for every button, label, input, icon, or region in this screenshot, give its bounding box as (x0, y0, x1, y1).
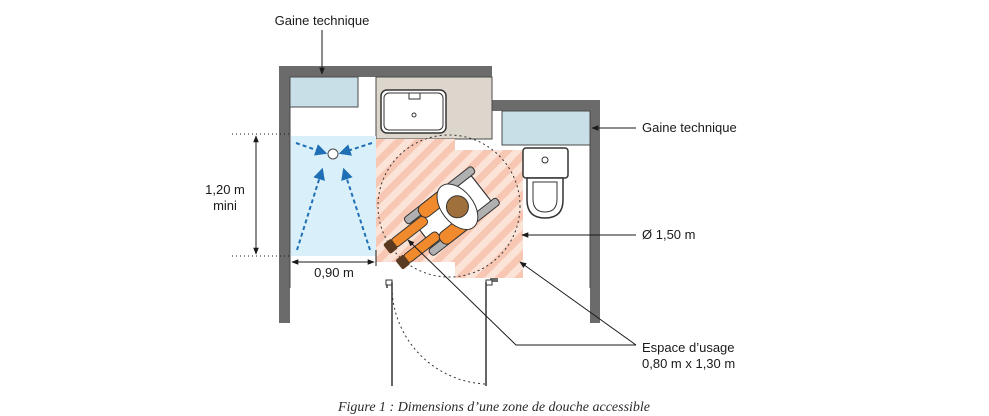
leader-lines (319, 30, 637, 346)
doors (385, 279, 493, 386)
diameter-label: Ø 1,50 m (642, 227, 695, 242)
turning-circle (377, 134, 521, 278)
height-dim-sub-label: mini (213, 198, 237, 213)
shower-drain (327, 148, 339, 160)
slope-arrows (295, 142, 373, 251)
duct-right (501, 110, 591, 146)
wheelchair-user (383, 166, 500, 270)
duct-top (289, 76, 359, 108)
usage-space-label: Espace d’usage (642, 340, 735, 355)
washbasin (380, 89, 447, 134)
height-dimension (232, 133, 290, 257)
gaine-technique-top-label: Gaine technique (275, 13, 370, 28)
usage-space-dims-label: 0,80 m x 1,30 m (642, 356, 735, 371)
width-dim-label: 0,90 m (314, 265, 354, 280)
gaine-technique-right-label: Gaine technique (642, 120, 737, 135)
height-dim-label: 1,20 m (205, 182, 245, 197)
width-dimension (291, 250, 377, 266)
figure-caption: Figure 1 : Dimensions d’une zone de douc… (337, 400, 650, 415)
toilet (522, 147, 569, 219)
